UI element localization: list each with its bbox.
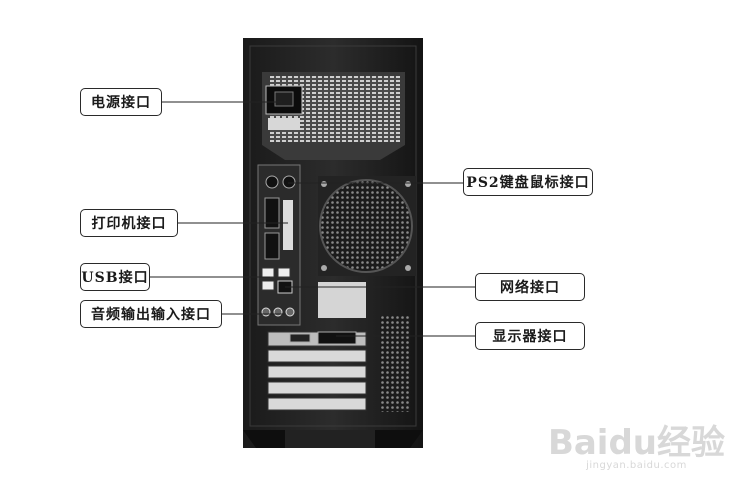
pointer-lines: [150, 101, 475, 337]
serial-port: [264, 197, 280, 229]
serial-sticker: [318, 282, 366, 318]
usb-port-label: USB接口: [80, 263, 150, 291]
vga-card-port: [289, 333, 311, 343]
power-port-label: 电源接口: [80, 88, 162, 116]
case-fan: [318, 176, 416, 276]
side-vent: [380, 316, 410, 412]
dvi-port: [317, 331, 357, 345]
ps2-port-label: PS2键盘鼠标接口: [463, 168, 593, 196]
network-port-label: 网络接口: [475, 273, 585, 301]
power-supply: [262, 72, 405, 160]
usb-port-3: [261, 280, 275, 291]
usb-port-2: [277, 267, 291, 278]
display-port-label: 显示器接口: [475, 322, 585, 350]
vga-port: [264, 232, 280, 260]
watermark-url: jingyan.baidu.com: [586, 460, 687, 471]
io-panel: [257, 164, 301, 326]
parallel-port: [283, 200, 293, 250]
ps2-port-1: [265, 175, 279, 189]
usb-port-1: [261, 267, 275, 278]
watermark-logo: Baidu经验: [547, 423, 725, 463]
expansion-slots: [267, 331, 367, 411]
audio-jack-2: [273, 307, 283, 317]
ps2-port-2: [282, 175, 296, 189]
audio-port-label: 音频输出输入接口: [80, 300, 222, 328]
printer-port-label: 打印机接口: [80, 209, 178, 237]
baidu-watermark: Baidu经验 jingyan.baidu.com: [548, 426, 725, 471]
audio-jack-1: [261, 307, 271, 317]
audio-jack-3: [285, 307, 295, 317]
power-switch: [268, 118, 300, 130]
